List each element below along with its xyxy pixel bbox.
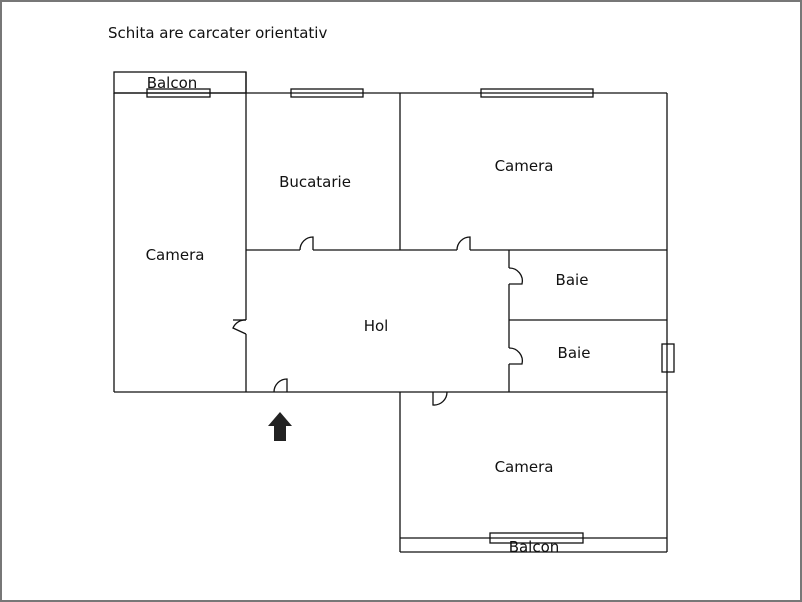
disclaimer-note: Schita are carcater orientativ <box>108 24 328 42</box>
window <box>146 88 211 98</box>
room-label-baie-1: Baie <box>555 271 589 289</box>
room-label-camera-top-right: Camera <box>494 157 554 175</box>
room-label-bucatarie: Bucatarie <box>279 173 351 191</box>
room-label-balcon-bottom: Balcon <box>508 538 560 556</box>
room-label-hol: Hol <box>363 317 389 335</box>
window <box>290 88 364 98</box>
room-label-baie-2: Baie <box>557 344 591 362</box>
entrance-arrow-icon <box>268 412 292 441</box>
room-label-camera-bottom: Camera <box>494 458 554 476</box>
window <box>489 532 584 544</box>
room-label-balcon-top: Balcon <box>146 74 198 92</box>
window <box>480 88 594 98</box>
room-label-camera-left: Camera <box>145 246 205 264</box>
